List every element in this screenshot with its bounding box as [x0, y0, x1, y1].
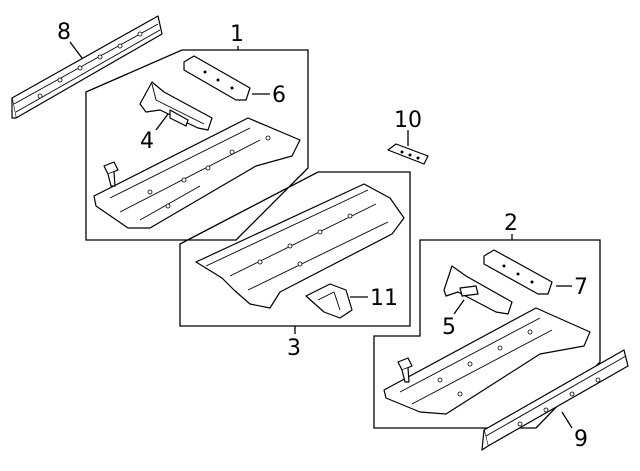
part-8-rail: [11, 15, 163, 119]
leader-8: [69, 41, 83, 59]
callout-7: 7: [574, 275, 588, 300]
callout-6: 6: [272, 83, 286, 108]
bolt-icon: [397, 357, 413, 383]
callout-10: 10: [394, 108, 422, 133]
part-11-reinforcement: [305, 283, 353, 319]
part-9-rail: [481, 349, 629, 451]
part-3-tunnel: [195, 183, 405, 309]
part-6-bracket: [183, 55, 251, 101]
callout-3: 3: [287, 336, 301, 361]
assembly-2-frame: [373, 239, 601, 429]
part-10-small-bracket: [387, 143, 429, 165]
part-2-floor-pan: [383, 307, 591, 415]
callout-8: 8: [57, 20, 71, 45]
callout-1: 1: [230, 22, 244, 47]
part-4-crossmember: [139, 81, 213, 131]
callout-11: 11: [370, 286, 398, 311]
callout-4: 4: [140, 129, 154, 154]
part-5-crossmember: [443, 265, 513, 315]
part-1-floor-pan: [93, 117, 301, 229]
bolt-icon: [103, 161, 119, 187]
callout-2: 2: [504, 211, 518, 236]
assembly-1-frame: [85, 49, 309, 241]
callout-5: 5: [442, 315, 456, 340]
part-7-bracket: [483, 249, 553, 295]
leader-5: [453, 299, 465, 315]
callout-9: 9: [574, 427, 588, 452]
leader-4: [155, 113, 169, 131]
leader-9: [561, 411, 573, 429]
assembly-3-frame: [179, 171, 411, 327]
